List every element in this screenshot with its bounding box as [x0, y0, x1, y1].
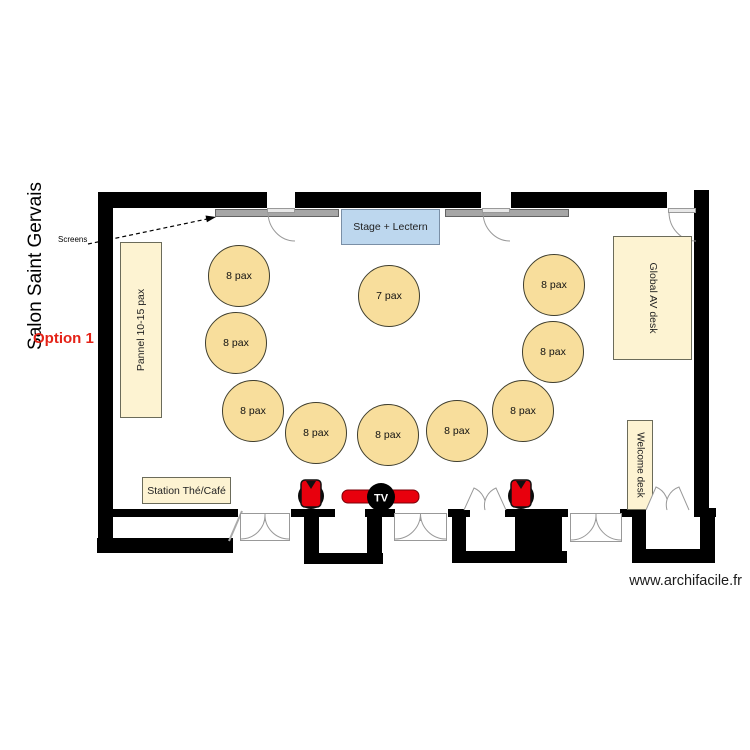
- table-label: 8 pax: [510, 405, 536, 417]
- wall-booth1-left: [304, 517, 319, 564]
- wall-top-3: [511, 192, 667, 208]
- wall-booth1-right: [367, 517, 382, 555]
- table-label: 8 pax: [223, 337, 249, 349]
- wall-top-2: [295, 192, 481, 208]
- round-table-7pax[interactable]: 7 pax: [358, 265, 420, 327]
- double-door-inward-2[interactable]: [645, 486, 690, 511]
- table-label: 8 pax: [540, 346, 566, 358]
- global-av-desk[interactable]: Global AV desk: [613, 236, 692, 360]
- door-leaf-ajar[interactable]: [224, 508, 248, 544]
- table-label: 8 pax: [226, 270, 252, 282]
- option-label: Option 1: [33, 330, 94, 347]
- wall-camera1-ledge: [291, 509, 335, 517]
- tv-label: TV: [374, 493, 389, 505]
- pannel-desk[interactable]: Pannel 10-15 pax: [120, 242, 162, 418]
- station-the-cafe[interactable]: Station Thé/Café: [142, 477, 231, 504]
- pannel-label: Pannel 10-15 pax: [135, 288, 147, 372]
- wall-booth2-ledge-right: [505, 509, 568, 517]
- tv-icon[interactable]: TV: [341, 483, 421, 513]
- welcome-desk-label: Welcome desk: [634, 432, 646, 498]
- round-table[interactable]: 8 pax: [208, 245, 270, 307]
- wall-booth2-ledge-left: [448, 509, 470, 517]
- table-label: 8 pax: [240, 405, 266, 417]
- table-label: 8 pax: [375, 429, 401, 441]
- station-label: Station Thé/Café: [147, 484, 226, 497]
- round-table[interactable]: 8 pax: [523, 254, 585, 316]
- round-table[interactable]: 8 pax: [492, 380, 554, 442]
- round-table[interactable]: 8 pax: [522, 321, 584, 383]
- double-door-2[interactable]: [394, 513, 447, 541]
- door-top-2[interactable]: [482, 208, 510, 242]
- wall-right-step: [694, 508, 716, 517]
- camera-icon[interactable]: [294, 478, 328, 514]
- welcome-desk[interactable]: Welcome desk: [627, 420, 653, 510]
- table-label: 7 pax: [376, 290, 402, 302]
- round-table[interactable]: 8 pax: [205, 312, 267, 374]
- camera-icon[interactable]: [504, 478, 538, 514]
- stage-lectern[interactable]: Stage + Lectern: [341, 209, 440, 245]
- wall-booth2-block: [515, 517, 562, 555]
- round-table[interactable]: 8 pax: [357, 404, 419, 466]
- wall-tv-ledge: [365, 509, 395, 517]
- double-door-3[interactable]: [570, 513, 622, 542]
- table-label: 8 pax: [541, 279, 567, 291]
- round-table[interactable]: 8 pax: [426, 400, 488, 462]
- round-table[interactable]: 8 pax: [222, 380, 284, 442]
- double-door-inward-1[interactable]: [463, 487, 507, 511]
- screens-arrow: [87, 215, 216, 245]
- table-label: 8 pax: [444, 425, 470, 437]
- wall-bottom-inner-left: [103, 509, 238, 517]
- wall-vestibule-bottom: [632, 549, 715, 563]
- wall-vestibule-right: [700, 517, 715, 555]
- room-title-text: Salon Saint Gervais: [25, 182, 46, 350]
- double-door-1[interactable]: [240, 513, 290, 541]
- wall-booth2-left: [452, 517, 466, 557]
- wall-right: [694, 190, 709, 510]
- table-label: 8 pax: [303, 427, 329, 439]
- wall-bottom-outer-left: [97, 538, 233, 553]
- round-table[interactable]: 8 pax: [285, 402, 347, 464]
- global-av-label: Global AV desk: [646, 262, 659, 334]
- stage-label: Stage + Lectern: [353, 221, 428, 233]
- door-top-1[interactable]: [267, 208, 295, 242]
- room-title: Salon Saint Gervais: [20, 182, 52, 350]
- screens-label: Screens: [58, 235, 88, 244]
- wall-vestibule-stub: [620, 509, 646, 517]
- watermark: www.archifacile.fr: [629, 573, 742, 589]
- wall-booth1-bottom: [304, 553, 383, 564]
- wall-booth2-bottom: [452, 551, 567, 563]
- wall-vestibule-left: [632, 515, 646, 555]
- wall-top-1: [103, 192, 267, 208]
- wall-left: [98, 192, 113, 553]
